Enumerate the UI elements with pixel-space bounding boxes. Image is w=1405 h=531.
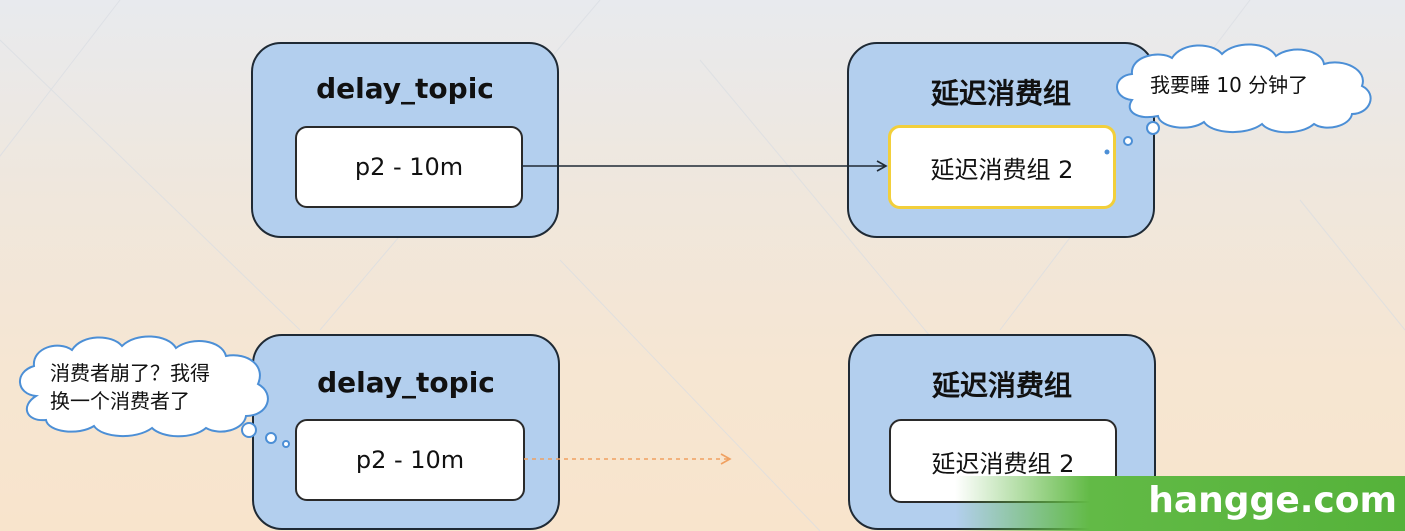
top-consumer-box: 延迟消费组 2 [888, 125, 1116, 209]
top-cloud-dot-medium [1123, 136, 1133, 146]
top-topic-title: delay_topic [316, 72, 494, 105]
top-thought-cloud [1116, 43, 1372, 134]
bottom-topic-title: delay_topic [317, 366, 495, 399]
bottom-consumer-group-title: 延迟消费组 [931, 369, 1072, 402]
watermark-text: hangge.com [1148, 480, 1397, 521]
bottom-thought-text-line1: 消费者崩了？我得 [50, 361, 210, 385]
top-cloud-dot-small [1104, 149, 1110, 155]
top-consumer-group-panel: 延迟消费组 延迟消费组 2 [847, 42, 1155, 238]
top-topic-panel: delay_topic p2 - 10m [251, 42, 559, 238]
bottom-topic-panel: delay_topic p2 - 10m [252, 334, 560, 530]
bottom-cloud-dot-large [241, 422, 257, 438]
top-cloud-dot-large [1146, 121, 1160, 135]
bottom-partition-box: p2 - 10m [295, 419, 525, 501]
bottom-thought-cloud [19, 335, 269, 438]
top-partition-box: p2 - 10m [295, 126, 523, 208]
watermark-banner: hangge.com [955, 476, 1405, 531]
top-thought-text: 我要睡 10 分钟了 [1150, 73, 1309, 97]
top-consumer-group-title: 延迟消费组 [930, 77, 1071, 110]
bottom-thought-text-line2: 换一个消费者了 [50, 389, 190, 413]
bottom-cloud-dot-small [282, 440, 290, 448]
bottom-cloud-dot-medium [265, 432, 277, 444]
